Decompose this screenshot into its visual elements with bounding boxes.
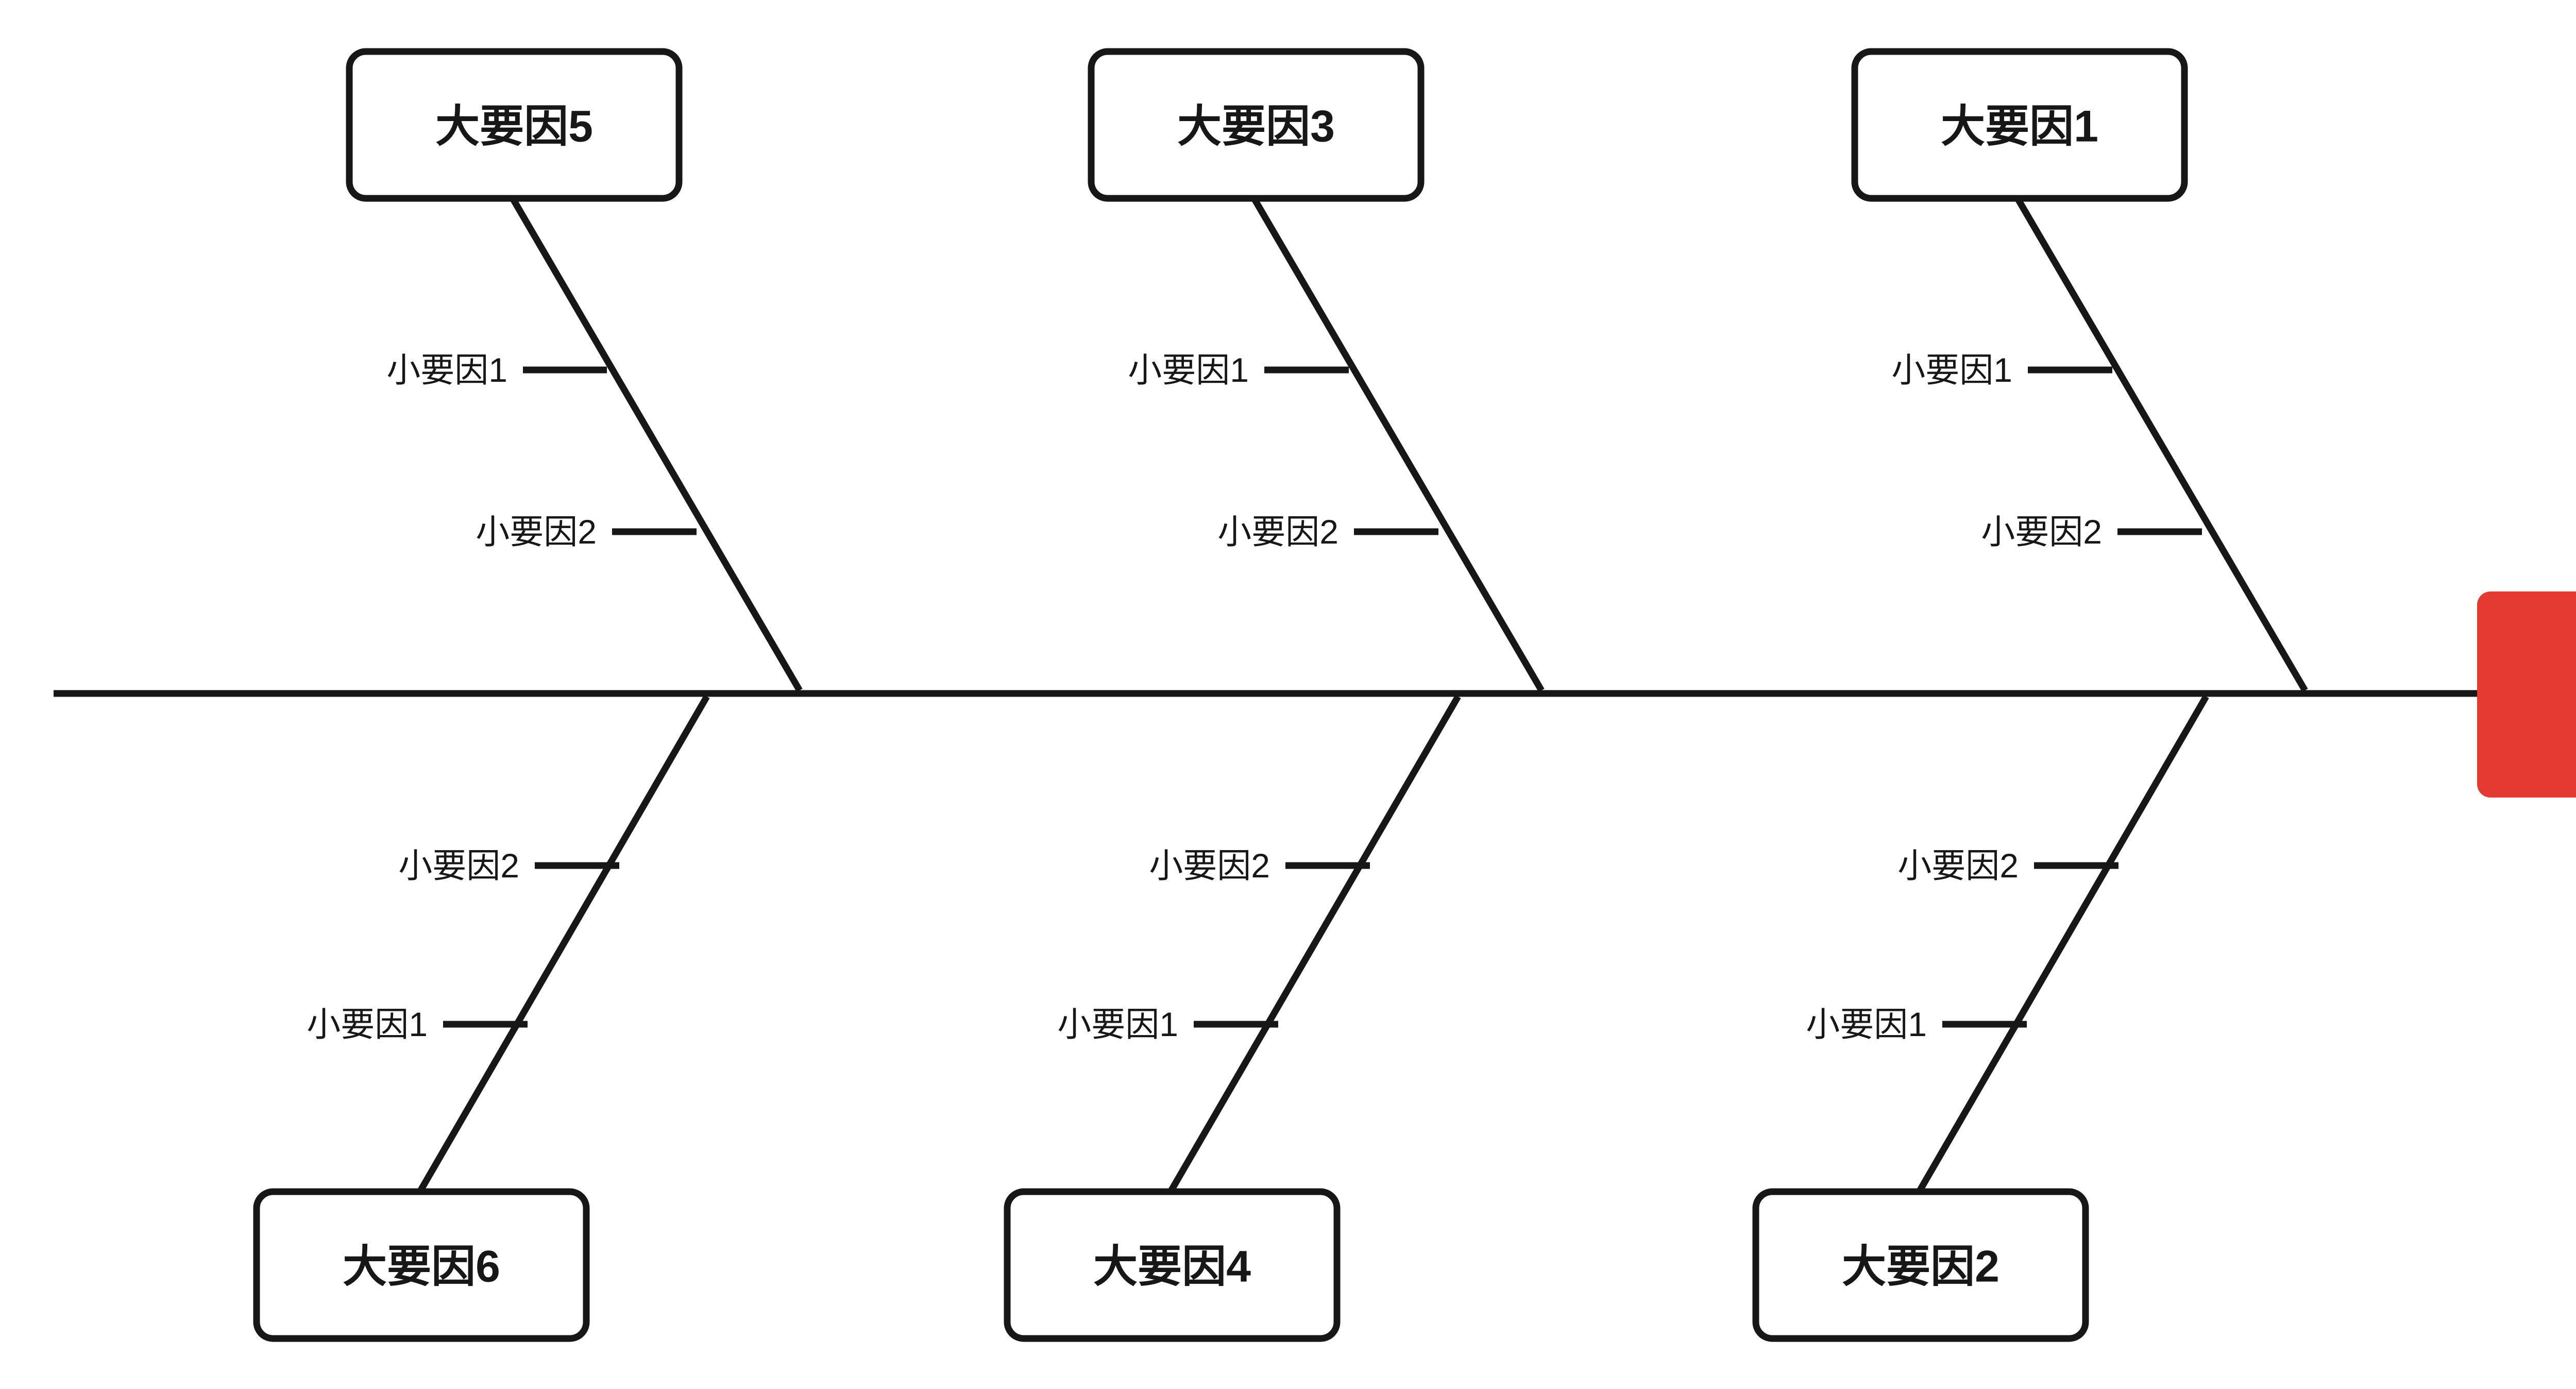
major-cause-box-3[interactable]: 大要因3: [1088, 48, 1425, 202]
minor-cause-label-5-2[interactable]: 小要因2: [476, 513, 597, 551]
major-cause-box-2[interactable]: 大要因2: [1752, 1188, 2089, 1342]
minor-connector-lines: [443, 366, 2202, 1028]
minor-cause-label-3-1[interactable]: 小要因1: [1128, 351, 1249, 389]
major-cause-box-rect-4[interactable]: [1004, 1188, 1341, 1342]
major-cause-label-3: 大要因3: [1177, 102, 1335, 151]
branch-line-major-6: [417, 694, 710, 1194]
branch-line-major-3: [1251, 196, 1545, 692]
branch-line-major-5: [510, 196, 803, 692]
problem-box-rect[interactable]: [2477, 591, 2576, 798]
major-cause-box-rect-2[interactable]: [1752, 1188, 2089, 1342]
minor-cause-labels: 小要因1 小要因2 小要因1 小要因2 小要因1 小要因2 小要因2 小要因1 …: [307, 351, 2102, 1043]
minor-cause-label-3-2[interactable]: 小要因2: [1217, 513, 1338, 551]
major-cause-box-6[interactable]: 大要因6: [253, 1188, 590, 1342]
branch-line-major-4: [1167, 694, 1461, 1194]
minor-cause-label-2-2[interactable]: 小要因2: [1897, 846, 2019, 885]
major-cause-label-4: 大要因4: [1093, 1242, 1251, 1292]
major-cause-label-1: 大要因1: [1941, 102, 2098, 151]
major-cause-label-5: 大要因5: [435, 102, 593, 151]
major-cause-box-rect-3[interactable]: [1088, 48, 1425, 202]
major-cause-label-2: 大要因2: [1842, 1242, 1999, 1292]
problem-box[interactable]: 问题: [2477, 591, 2576, 798]
minor-cause-label-4-1[interactable]: 小要因1: [1057, 1005, 1178, 1043]
minor-cause-label-2-1[interactable]: 小要因1: [1806, 1005, 1927, 1043]
minor-cause-label-6-2[interactable]: 小要因2: [398, 846, 519, 885]
branch-line-major-2: [1916, 694, 2209, 1194]
major-branch-lines: [417, 196, 2308, 1194]
major-cause-box-rect-5[interactable]: [346, 48, 683, 202]
minor-cause-label-4-2[interactable]: 小要因2: [1149, 846, 1270, 885]
minor-cause-label-6-1[interactable]: 小要因1: [307, 1005, 428, 1043]
minor-cause-label-1-2[interactable]: 小要因2: [1981, 513, 2102, 551]
minor-cause-label-1-1[interactable]: 小要因1: [1891, 351, 2012, 389]
major-cause-label-6: 大要因6: [343, 1242, 500, 1292]
major-cause-box-rect-1[interactable]: [1851, 48, 2188, 202]
major-cause-box-4[interactable]: 大要因4: [1004, 1188, 1341, 1342]
major-cause-box-5[interactable]: 大要因5: [346, 48, 683, 202]
branch-line-major-1: [2014, 196, 2308, 692]
major-cause-box-1[interactable]: 大要因1: [1851, 48, 2188, 202]
major-cause-box-rect-6[interactable]: [253, 1188, 590, 1342]
minor-cause-label-5-1[interactable]: 小要因1: [386, 351, 507, 389]
